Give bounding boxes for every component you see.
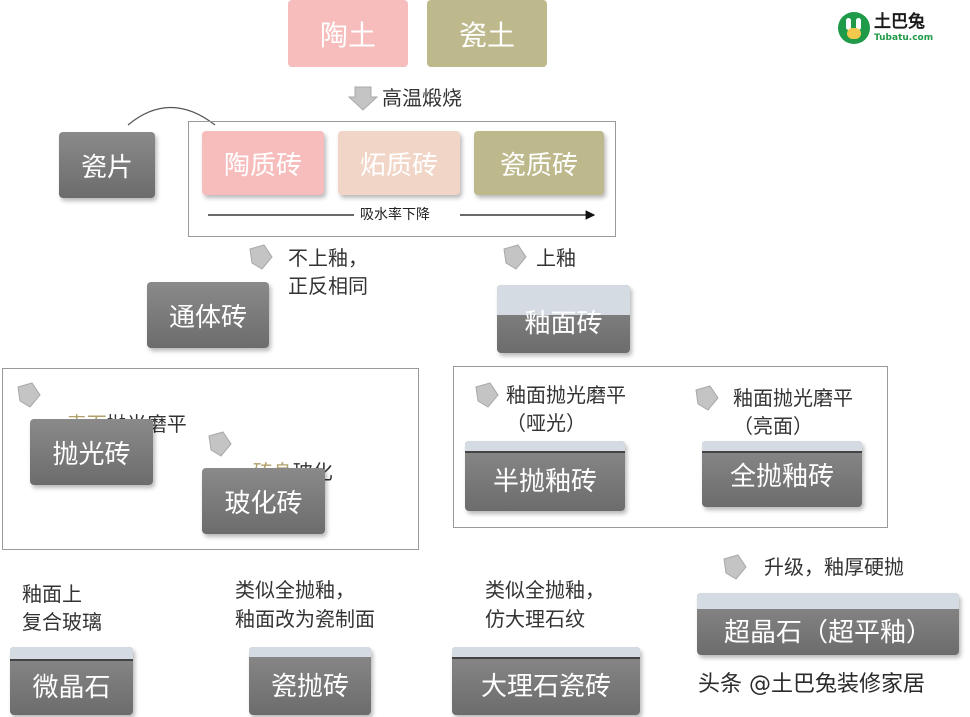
- marble-line1: 类似全抛釉，: [485, 578, 605, 602]
- porcelain-clay-box: 瓷土: [427, 0, 547, 67]
- porcelain-polish-line1: 类似全抛釉，: [235, 578, 355, 602]
- tile-type-frame: [188, 121, 616, 237]
- full-polish-line2: （亮面）: [733, 414, 813, 438]
- vitrified-tile-box: 玻化砖: [202, 468, 325, 534]
- chip-connector-arc: [127, 107, 216, 126]
- pentagon-arrow-icon: [695, 385, 719, 411]
- marble-tile-label: 大理石瓷砖: [480, 671, 611, 702]
- marble-tile-box: 大理石瓷砖: [452, 647, 640, 715]
- vitrified-tile-label: 玻化砖: [224, 488, 303, 519]
- polished-tile-label: 抛光砖: [52, 439, 131, 470]
- absorb-label: 吸水率下降: [360, 207, 430, 223]
- micro-crystal-stone-box: 微晶石: [10, 647, 133, 715]
- micro-crystal-line1: 釉面上: [22, 582, 82, 606]
- micro-crystal-line2: 复合玻璃: [22, 610, 102, 634]
- pentagon-arrow-icon: [503, 244, 527, 270]
- watermark-text: 头条 @土巴兔装修家居: [698, 672, 925, 697]
- down-arrow-icon: [348, 86, 378, 111]
- unglazed-line1: 不上釉，: [288, 246, 368, 270]
- pentagon-arrow-icon: [249, 244, 273, 270]
- pentagon-arrow-icon: [17, 382, 41, 408]
- logo-name: 土巴兔: [874, 12, 925, 32]
- clay-label: 陶土: [319, 18, 376, 52]
- porcelain-clay-label: 瓷土: [458, 18, 515, 52]
- full-polish-line1: 釉面抛光磨平: [733, 386, 853, 410]
- half-polished-glazed-tile-box: 半抛釉砖: [465, 441, 625, 511]
- ceramic-tile-label: 陶质砖: [223, 150, 302, 181]
- ceramic-tile-box: 陶质砖: [202, 131, 324, 195]
- logo-url: Tubatu.com: [874, 33, 934, 43]
- super-crystal-stone-box: 超晶石（超平釉）: [697, 593, 959, 655]
- micro-crystal-stone-label: 微晶石: [32, 672, 111, 703]
- polished-tile-box: 抛光砖: [30, 419, 153, 485]
- porcelain-polished-tile-box: 瓷抛砖: [249, 647, 371, 715]
- full-polished-glazed-tile-box: 全抛釉砖: [702, 441, 862, 507]
- chip-label: 瓷片: [80, 152, 133, 183]
- fire-label: 高温煅烧: [382, 86, 462, 110]
- porcelain-polished-tile-label: 瓷抛砖: [270, 671, 349, 702]
- half-polish-line1: 釉面抛光磨平: [506, 383, 626, 407]
- porcelain-tile-box: 瓷质砖: [474, 131, 604, 195]
- through-body-tile-label: 通体砖: [168, 302, 247, 333]
- half-polished-glazed-tile-label: 半抛釉砖: [492, 466, 597, 497]
- clay-box: 陶土: [288, 0, 408, 67]
- glazed-tile-label: 釉面砖: [524, 308, 603, 339]
- stoneware-tile-label: 炻质砖: [359, 150, 438, 181]
- super-crystal-label: 升级，釉厚硬抛: [764, 555, 904, 579]
- porcelain-polish-line2: 釉面改为瓷制面: [235, 607, 375, 631]
- unglazed-line2: 正反相同: [288, 274, 368, 298]
- half-polish-line2: （哑光）: [506, 411, 586, 435]
- marble-line2: 仿大理石纹: [485, 607, 585, 631]
- logo-rabbit-icon: [838, 12, 870, 44]
- pentagon-arrow-icon: [723, 554, 747, 580]
- through-body-tile-box: 通体砖: [147, 282, 269, 348]
- pentagon-arrow-icon: [208, 431, 232, 457]
- porcelain-tile-label: 瓷质砖: [499, 150, 578, 181]
- chip-box: 瓷片: [59, 132, 155, 198]
- glazed-condition: 上釉: [536, 246, 576, 270]
- super-crystal-stone-label: 超晶石（超平釉）: [723, 617, 932, 648]
- glazed-tile-box: 釉面砖: [497, 285, 630, 353]
- full-polished-glazed-tile-label: 全抛釉砖: [729, 461, 834, 492]
- pentagon-arrow-icon: [475, 382, 499, 408]
- stoneware-tile-box: 炻质砖: [338, 131, 460, 195]
